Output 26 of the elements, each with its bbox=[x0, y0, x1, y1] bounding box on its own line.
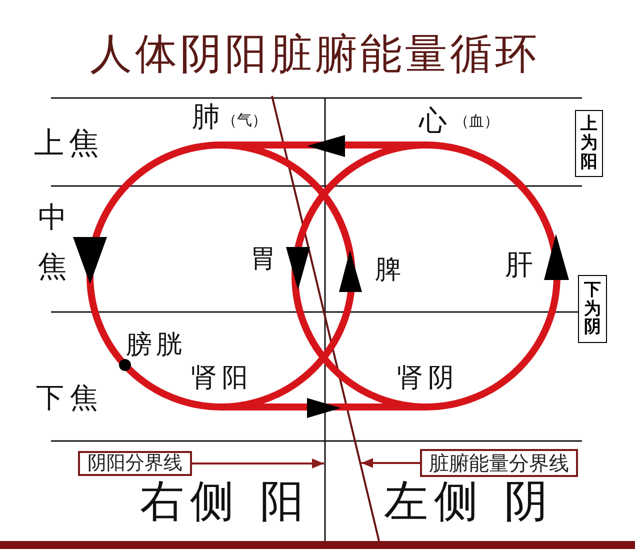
note-text: 上为阳 bbox=[580, 115, 598, 172]
note-frame bbox=[578, 275, 607, 343]
callout-text: 阴阳分界线 bbox=[88, 454, 182, 473]
side-label: 左侧 阴 bbox=[384, 480, 554, 524]
annotation-text: （气） bbox=[222, 113, 267, 128]
burner-label: 下焦 bbox=[36, 384, 104, 412]
organ-label: 心 bbox=[419, 107, 447, 135]
diagram-title: 人体阴阳脏腑能量循环 bbox=[90, 33, 540, 75]
leader-arrow bbox=[192, 458, 324, 468]
callout-frame bbox=[420, 449, 578, 477]
callout-text: 脏腑能量分界线 bbox=[429, 453, 569, 473]
note-frame bbox=[575, 110, 603, 177]
organ-label: 膀胱 bbox=[126, 332, 186, 358]
side-label: 右侧 阳 bbox=[140, 480, 310, 524]
annotation-text: （血） bbox=[454, 114, 499, 129]
callout-frame bbox=[78, 451, 192, 476]
organ-label: 肾阴 bbox=[397, 365, 459, 391]
leader-arrow bbox=[361, 458, 420, 468]
organ-label: 脾 bbox=[375, 257, 401, 283]
organ-label: 肝 bbox=[505, 251, 533, 279]
note-text: 下为阴 bbox=[584, 280, 601, 338]
organ-label: 肾阳 bbox=[191, 365, 253, 391]
organ-label: 胃 bbox=[250, 246, 276, 272]
burner-label: 中焦 bbox=[38, 199, 67, 286]
organ-label: 肺 bbox=[192, 103, 220, 131]
burner-label: 上焦 bbox=[34, 129, 104, 159]
